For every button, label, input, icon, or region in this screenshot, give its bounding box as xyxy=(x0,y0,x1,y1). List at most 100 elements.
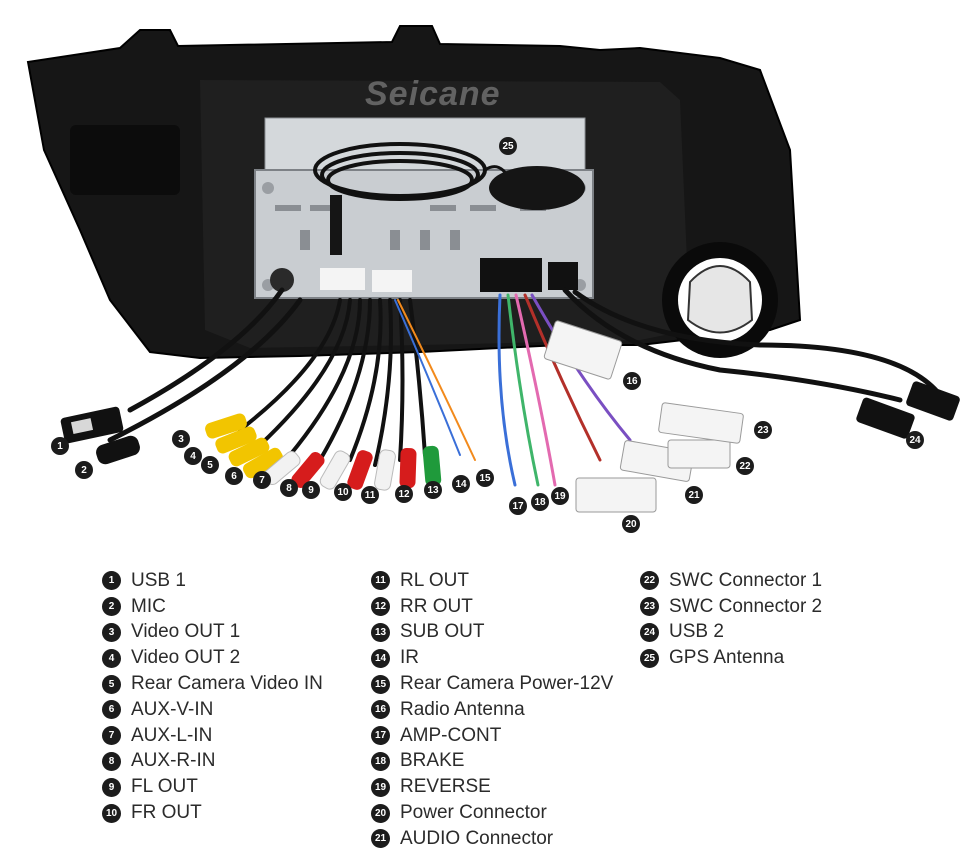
legend-number-badge: 19 xyxy=(371,777,390,797)
legend-label: IR xyxy=(400,647,419,669)
legend-label: USB 1 xyxy=(131,569,186,591)
legend-number-badge: 12 xyxy=(371,597,390,617)
svg-text:4: 4 xyxy=(190,451,196,462)
legend-item-1: 1 USB 1 xyxy=(102,568,323,594)
legend-label: FL OUT xyxy=(131,776,198,798)
legend-label: RL OUT xyxy=(400,569,469,591)
svg-text:24: 24 xyxy=(909,435,921,446)
legend-label: REVERSE xyxy=(400,776,491,798)
legend-label: RR OUT xyxy=(400,595,473,617)
legend-item-11: 11 RL OUT xyxy=(371,568,613,594)
callout-marker-17: 17 xyxy=(509,497,527,515)
svg-text:20: 20 xyxy=(625,519,637,530)
callout-marker-14: 14 xyxy=(452,475,470,493)
usb2-plug xyxy=(856,381,960,439)
svg-text:16: 16 xyxy=(626,376,638,387)
callout-marker-20: 20 xyxy=(622,515,640,533)
callout-marker-19: 19 xyxy=(551,487,569,505)
legend-item-3: 3 Video OUT 1 xyxy=(102,620,323,646)
callout-marker-22: 22 xyxy=(736,457,754,475)
legend-label: Power Connector xyxy=(400,802,547,824)
legend-item-19: 19 REVERSE xyxy=(371,774,613,800)
callout-marker-7: 7 xyxy=(253,471,271,489)
callout-marker-12: 12 xyxy=(395,485,413,503)
svg-text:14: 14 xyxy=(455,479,467,490)
legend-number-badge: 18 xyxy=(371,751,390,771)
svg-text:2: 2 xyxy=(81,465,87,476)
legend-label: AUX-R-IN xyxy=(131,750,216,772)
legend-label: Rear Camera Video IN xyxy=(131,673,323,695)
legend-label: AUX-V-IN xyxy=(131,698,214,720)
legend-number-badge: 25 xyxy=(640,648,659,668)
cable-bundle xyxy=(107,287,943,487)
svg-text:25: 25 xyxy=(502,141,514,152)
callout-marker-11: 11 xyxy=(361,486,379,504)
legend-item-20: 20 Power Connector xyxy=(371,800,613,826)
legend-number-badge: 3 xyxy=(102,622,121,642)
legend-item-8: 8 AUX-R-IN xyxy=(102,749,323,775)
legend-number-badge: 20 xyxy=(371,803,390,823)
legend-item-25: 25 GPS Antenna xyxy=(640,645,822,671)
legend-item-5: 5 Rear Camera Video IN xyxy=(102,671,323,697)
svg-text:23: 23 xyxy=(757,425,769,436)
legend-number-badge: 7 xyxy=(102,726,121,746)
legend-number-badge: 21 xyxy=(371,829,390,849)
svg-text:6: 6 xyxy=(231,471,237,482)
svg-text:1: 1 xyxy=(57,441,63,452)
legend-label: MIC xyxy=(131,595,166,617)
legend-number-badge: 23 xyxy=(640,597,659,617)
svg-text:8: 8 xyxy=(286,483,292,494)
legend-number-badge: 4 xyxy=(102,648,121,668)
legend-number-badge: 10 xyxy=(102,803,121,823)
legend-label: BRAKE xyxy=(400,750,465,772)
legend-number-badge: 1 xyxy=(102,571,121,591)
legend-number-badge: 22 xyxy=(640,571,659,591)
legend-label: SWC Connector 1 xyxy=(669,569,823,591)
legend-label: SWC Connector 2 xyxy=(669,595,823,617)
legend-item-23: 23 SWC Connector 2 xyxy=(640,594,822,620)
legend-label: Rear Camera Power-12V xyxy=(400,673,614,695)
legend-label: Radio Antenna xyxy=(400,698,525,720)
legend-number-badge: 15 xyxy=(371,674,390,694)
legend-number-badge: 8 xyxy=(102,751,121,771)
harness-connectors xyxy=(543,320,744,513)
callout-marker-6: 6 xyxy=(225,467,243,485)
head-unit-illustration: Seicane xyxy=(26,25,960,533)
svg-text:7: 7 xyxy=(259,475,265,486)
callout-marker-9: 9 xyxy=(302,481,320,499)
legend-number-badge: 11 xyxy=(371,571,390,591)
legend-number-badge: 9 xyxy=(102,777,121,797)
callout-marker-25: 25 xyxy=(499,137,517,155)
legend-number-badge: 17 xyxy=(371,726,390,746)
callout-marker-15: 15 xyxy=(476,469,494,487)
legend-number-badge: 5 xyxy=(102,674,121,694)
legend-column-3: 22 SWC Connector 1 23 SWC Connector 2 24 USB … xyxy=(640,568,822,671)
legend-number-badge: 6 xyxy=(102,700,121,720)
svg-text:3: 3 xyxy=(178,434,184,445)
svg-text:22: 22 xyxy=(739,461,751,472)
callout-marker-1: 1 xyxy=(51,437,69,455)
legend-item-18: 18 BRAKE xyxy=(371,749,613,775)
svg-text:17: 17 xyxy=(512,501,524,512)
svg-text:9: 9 xyxy=(308,485,314,496)
legend-label: USB 2 xyxy=(669,621,724,643)
legend-number-badge: 16 xyxy=(371,700,390,720)
legend-number-badge: 24 xyxy=(640,622,659,642)
legend-label: GPS Antenna xyxy=(669,647,785,669)
callout-marker-5: 5 xyxy=(201,456,219,474)
svg-text:19: 19 xyxy=(554,491,566,502)
legend-label: SUB OUT xyxy=(400,621,485,643)
callout-marker-24: 24 xyxy=(906,431,924,449)
legend-item-22: 22 SWC Connector 1 xyxy=(640,568,822,594)
legend-label: Video OUT 1 xyxy=(131,621,241,643)
mic-plug xyxy=(96,435,140,465)
